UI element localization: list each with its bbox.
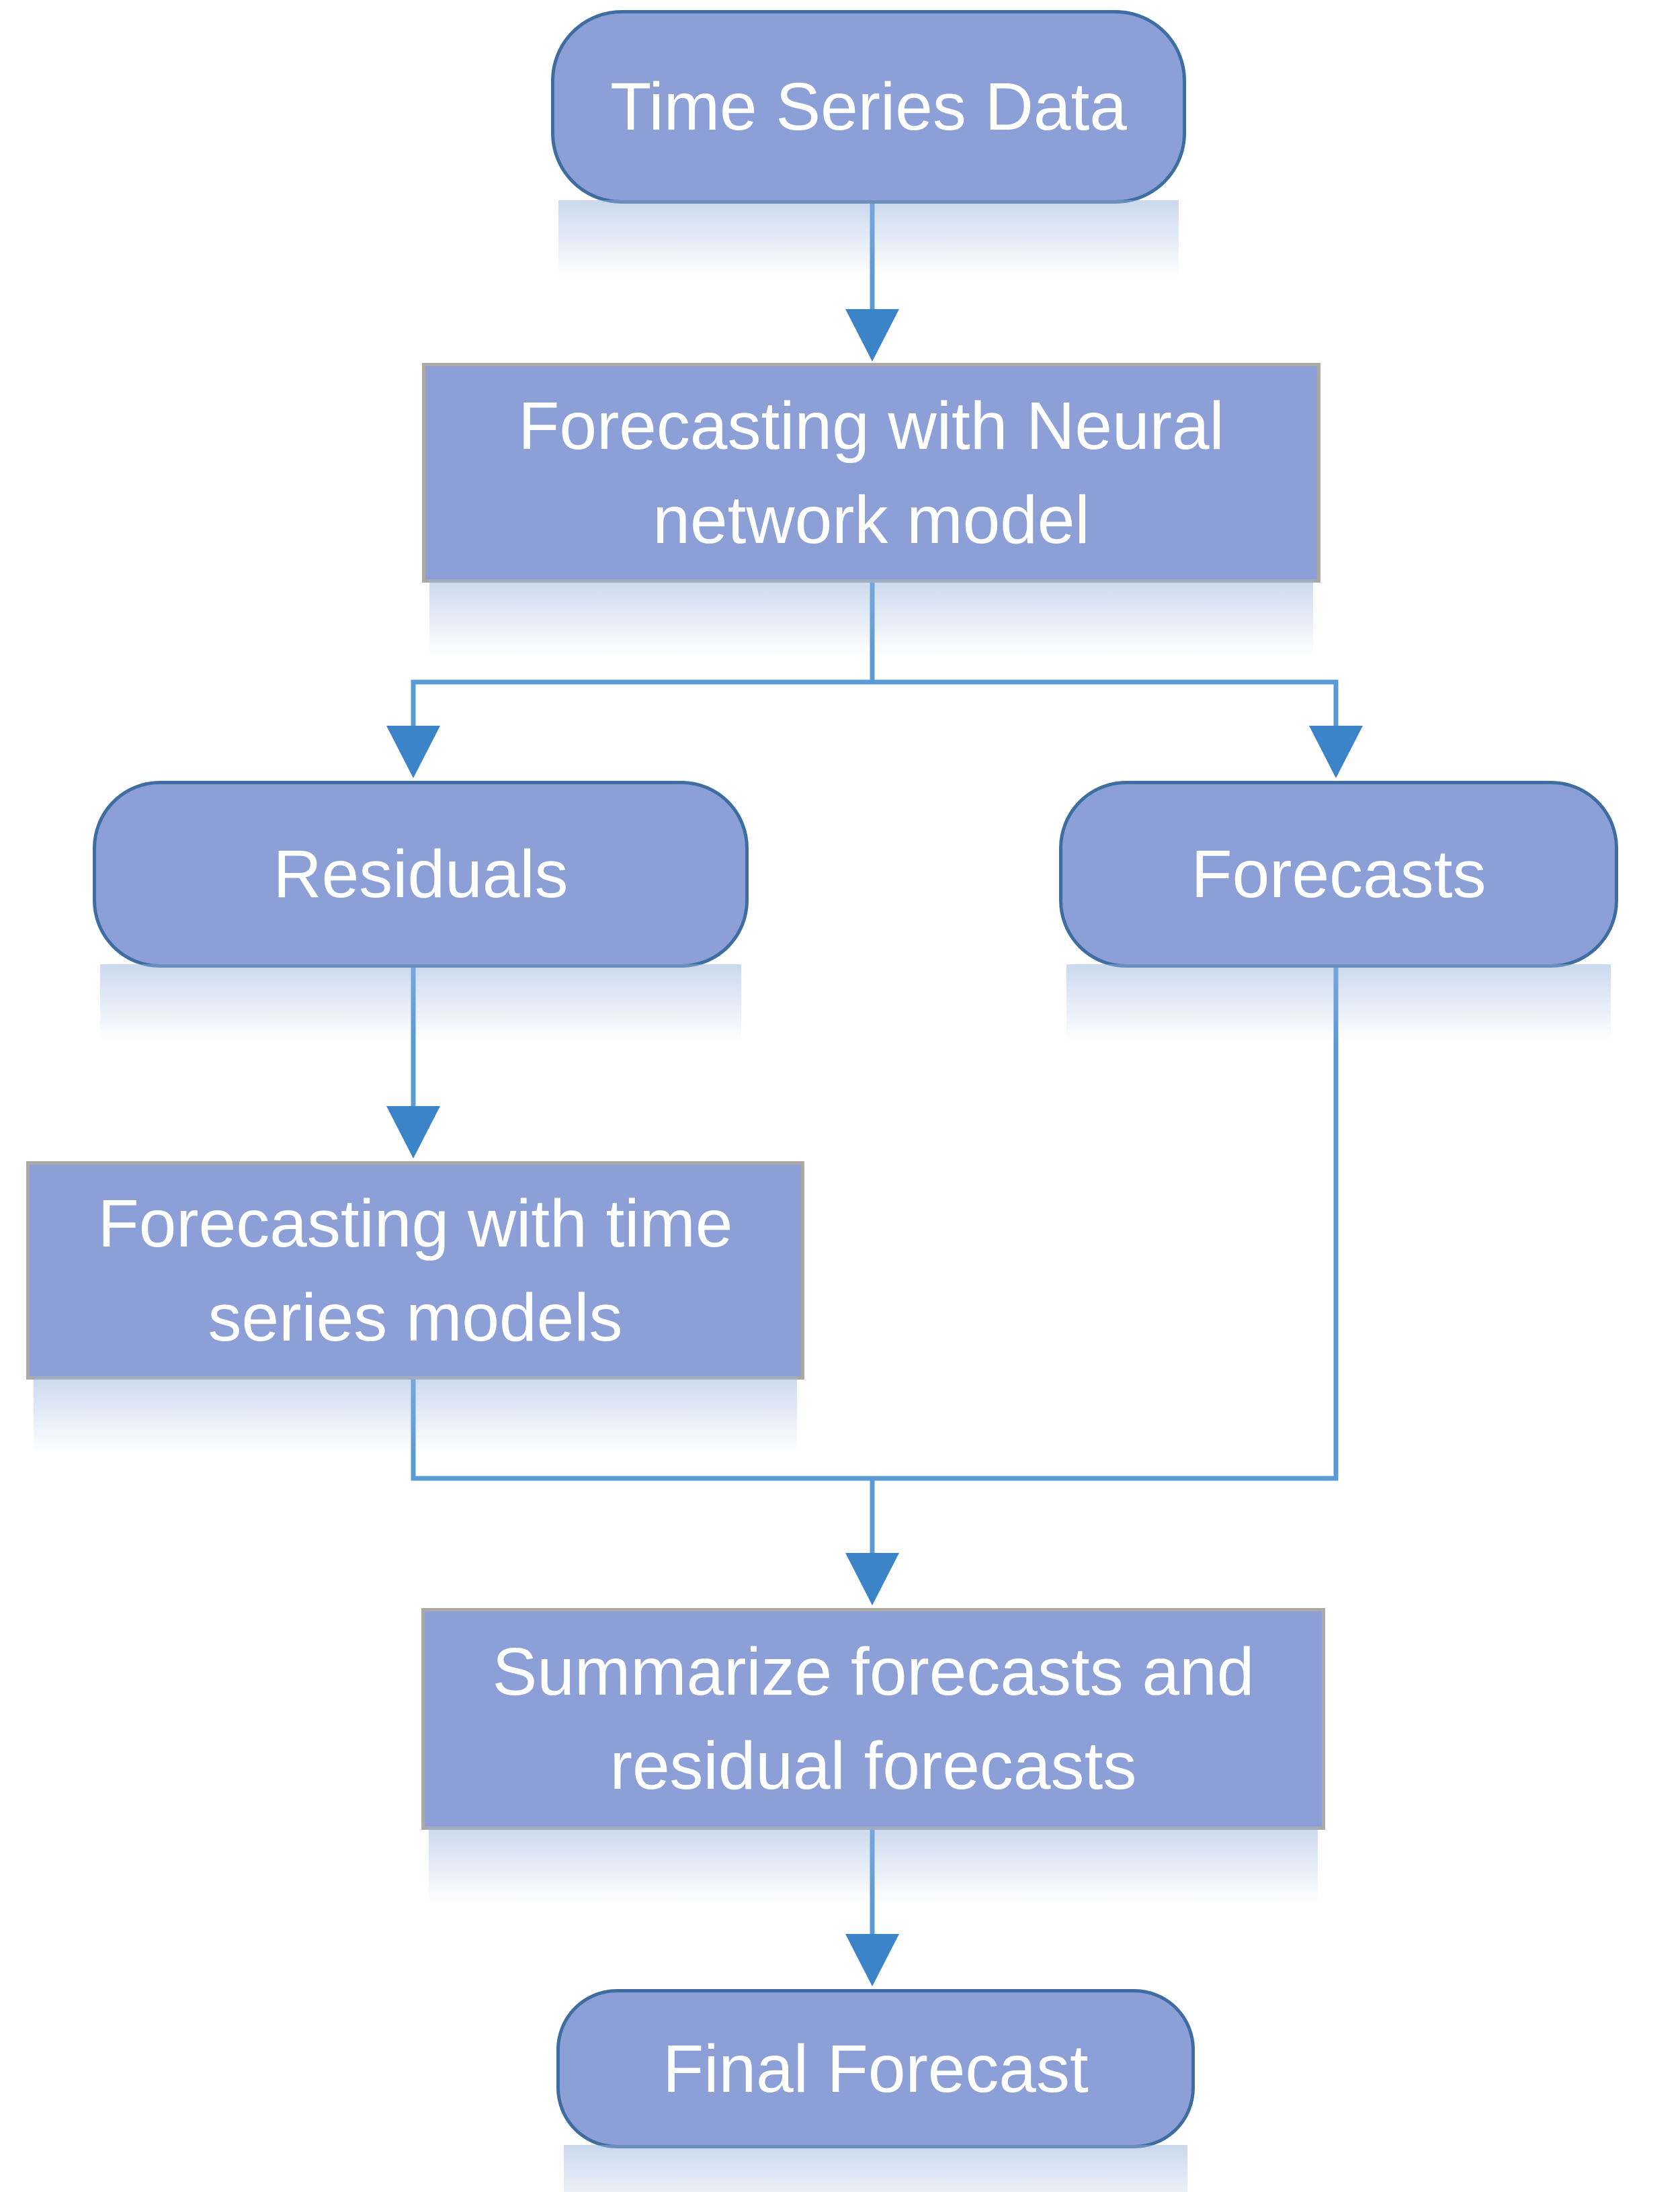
node-time-series-data-label: Time Series Data <box>610 69 1127 144</box>
node-summarize-forecasts-line1: Summarize forecasts and <box>492 1634 1255 1710</box>
node-forecasting-neural-network-line1: Forecasting with Neural <box>518 388 1224 464</box>
node-residuals-label: Residuals <box>273 837 569 912</box>
arrowhead-into-residuals <box>386 726 440 778</box>
node-forecasting-neural-network: Forecasting with Neural network model <box>422 363 1320 670</box>
edge-split-bracket <box>411 679 1339 730</box>
arrowhead-into-tsmodels <box>386 1106 440 1158</box>
arrowhead-into-forecasts <box>1309 726 1363 778</box>
node-summarize-forecasts: Summarize forecasts and residual forecas… <box>421 1608 1325 1917</box>
node-time-series-data: Time Series Data <box>551 10 1186 291</box>
arrowhead-into-final <box>845 1934 899 1986</box>
node-forecasting-time-series-models-line1: Forecasting with time <box>97 1185 733 1261</box>
node-forecasting-neural-network-line2: network model <box>653 482 1090 558</box>
node-forecasts-label: Forecasts <box>1191 837 1486 912</box>
arrowhead-into-nn <box>845 309 899 362</box>
node-residuals: Residuals <box>93 781 749 1055</box>
arrowhead-into-summarize <box>845 1553 899 1605</box>
node-forecasting-time-series-models: Forecasting with time series models <box>26 1161 804 1467</box>
node-forecasts: Forecasts <box>1059 781 1618 1055</box>
node-summarize-forecasts-line2: residual forecasts <box>610 1728 1137 1804</box>
node-final-forecast-label: Final Forecast <box>663 2031 1089 2107</box>
node-final-forecast: Final Forecast <box>556 1989 1195 2192</box>
node-forecasting-time-series-models-line2: series models <box>208 1279 623 1355</box>
